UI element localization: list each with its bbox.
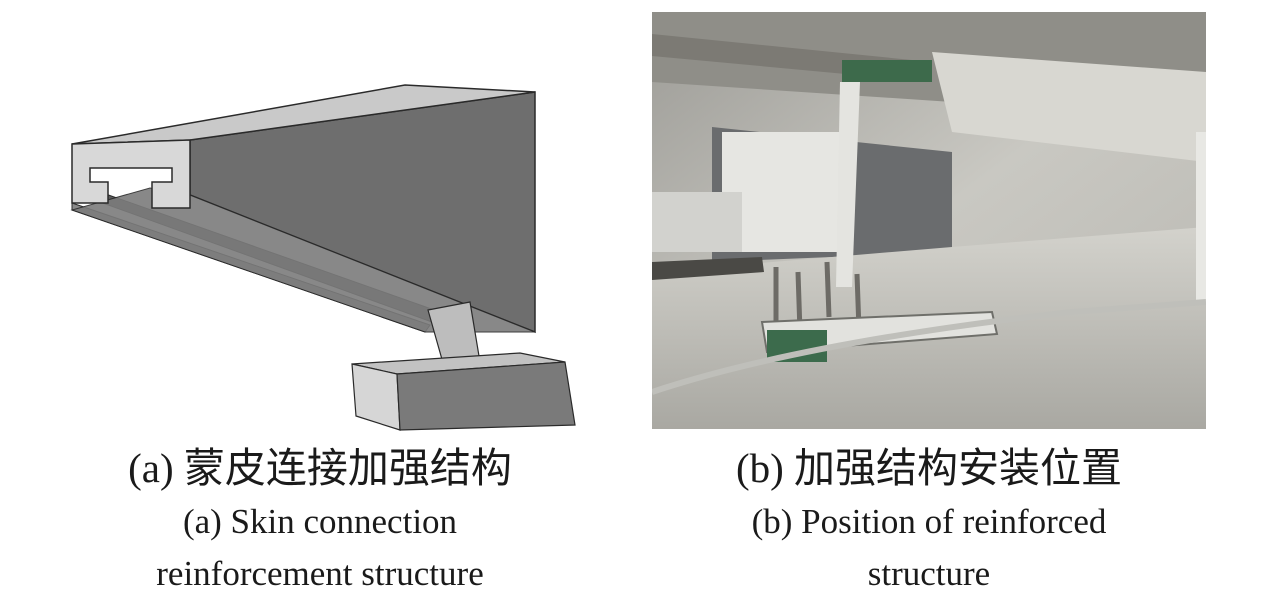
model-illustration: [70, 84, 576, 431]
caption-b-chinese: (b) 加强结构安装位置: [735, 445, 1123, 491]
right-frame: [1196, 132, 1206, 302]
upper-panel: [932, 52, 1206, 162]
rail-underside: [70, 187, 536, 333]
caption-b-english-line2: structure: [867, 554, 991, 593]
side-strut: [652, 257, 764, 280]
caption-a-english-line2: reinforcement structure: [156, 554, 484, 593]
photo-illustration: [652, 12, 1206, 429]
caption-a-english-line1: (a) Skin connection: [182, 502, 458, 541]
base-front: [351, 363, 401, 431]
cable: [652, 299, 1206, 395]
base-side: [396, 361, 576, 431]
c-channel-profile: [71, 139, 191, 209]
shelf: [652, 192, 742, 252]
caption-b-english-line1: (b) Position of reinforced: [751, 502, 1107, 541]
installation-photo: [652, 12, 1206, 429]
top-rail-clamp: [842, 60, 932, 82]
caption-a-chinese: (a) 蒙皮连接加强结构: [128, 445, 512, 491]
skin-reinforcement-model-image: [60, 70, 590, 440]
support-column: [836, 82, 860, 287]
